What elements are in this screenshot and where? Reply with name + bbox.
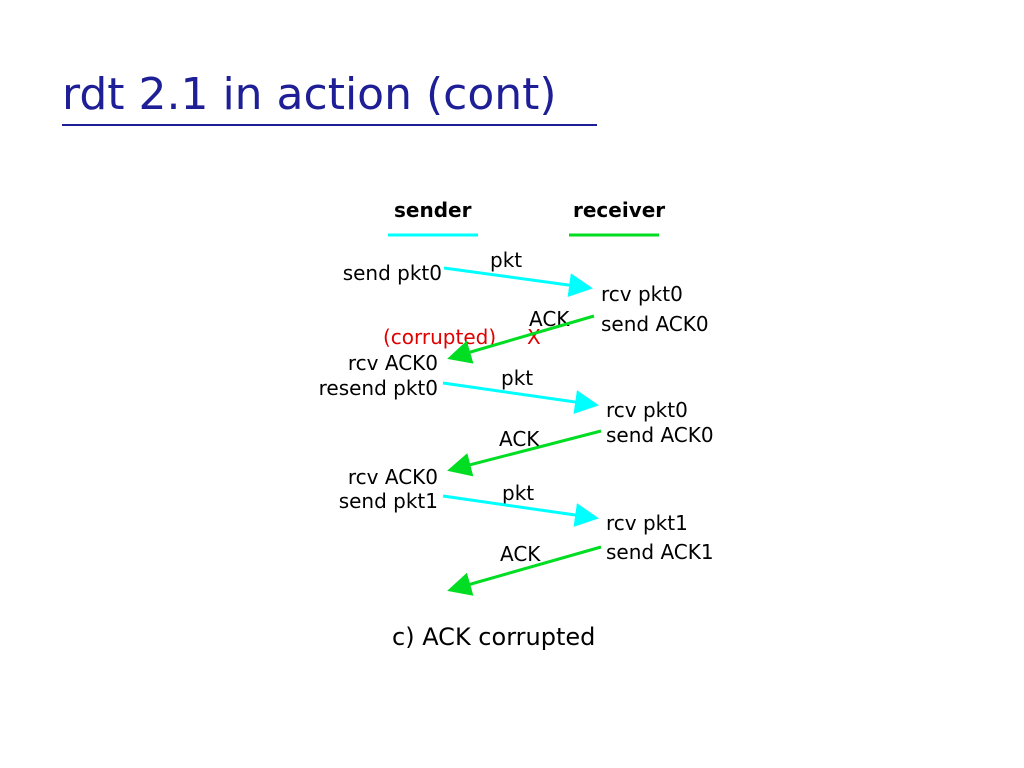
message-label-pkt-2: pkt (501, 366, 534, 390)
ack-arrow-1 (447, 314, 595, 364)
slide-title: rdt 2.1 in action (cont) (62, 69, 557, 120)
packet-arrow-3 (442, 494, 599, 527)
message-label-ack-3: ACK (500, 542, 541, 566)
receiver-event-rcv-pkt1: rcv pkt1 (606, 511, 688, 535)
sender-event-rcv-ack0-2: rcv ACK0 (347, 465, 438, 489)
message-label-ack-2: ACK (499, 427, 540, 451)
figure-caption: c) ACK corrupted (392, 623, 596, 651)
sender-header: sender (394, 198, 472, 222)
corrupted-annotation: (corrupted) (383, 325, 497, 349)
sender-event-resend-pkt0: resend pkt0 (318, 376, 438, 400)
packet-arrow-2 (442, 381, 599, 414)
receiver-event-rcv-pkt0-2: rcv pkt0 (606, 398, 688, 422)
ack-arrow-3 (447, 545, 602, 596)
receiver-event-send-ack0-2: send ACK0 (606, 423, 714, 447)
sender-event-send-pkt1: send pkt1 (338, 489, 438, 513)
message-label-pkt-1: pkt (490, 248, 523, 272)
receiver-event-rcv-pkt0: rcv pkt0 (601, 282, 683, 306)
title-underline (62, 124, 597, 126)
receiver-event-send-ack1: send ACK1 (606, 540, 714, 564)
receiver-header: receiver (573, 198, 666, 222)
sender-event-send-pkt0: send pkt0 (342, 261, 442, 285)
message-label-ack-1: ACK (529, 307, 570, 331)
sender-event-rcv-ack0: rcv ACK0 (347, 351, 438, 375)
ack-arrow-2 (447, 429, 602, 477)
message-label-pkt-3: pkt (502, 481, 535, 505)
packet-arrow-1 (443, 266, 593, 298)
receiver-event-send-ack0: send ACK0 (601, 312, 709, 336)
